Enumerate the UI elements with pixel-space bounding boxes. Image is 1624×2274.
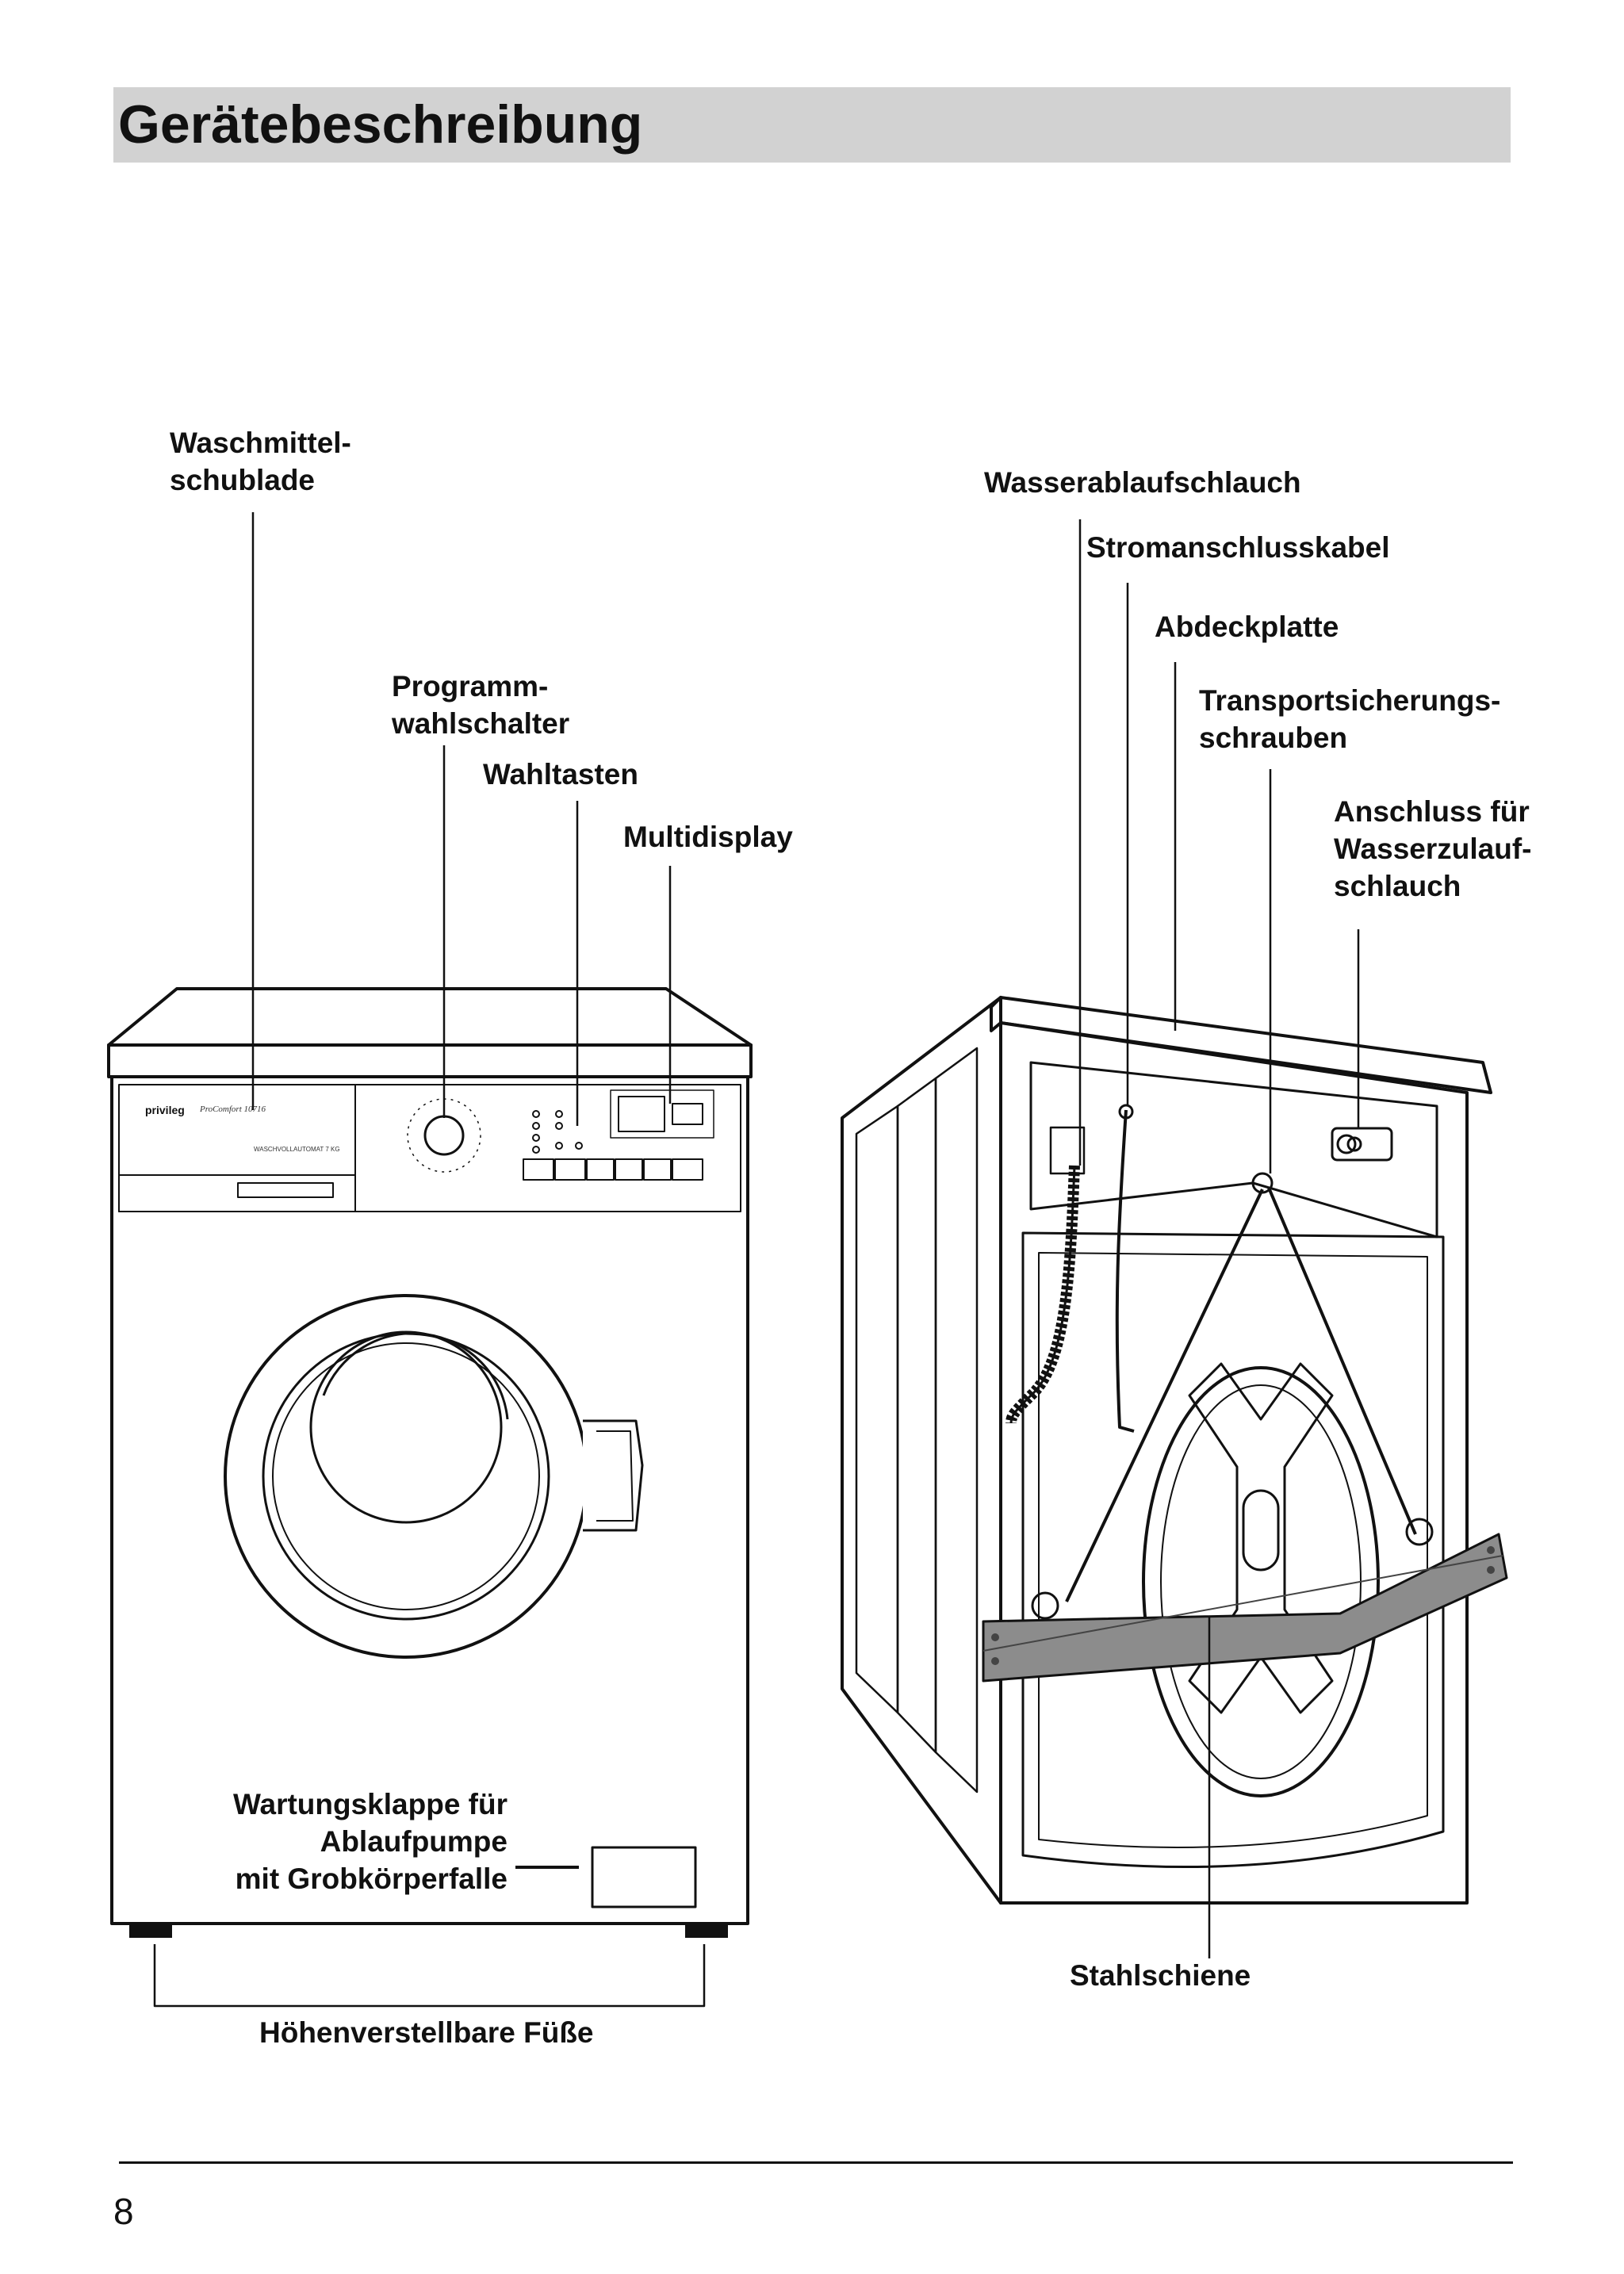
label-line: Stahlschiene <box>1070 1959 1251 1992</box>
front-view-machine <box>107 987 753 1938</box>
service-flap <box>591 1846 697 1908</box>
front-leader-lines <box>153 512 706 2008</box>
label-multidisplay: Multidisplay <box>623 818 793 856</box>
label-service-flap: Wartungsklappe für Ablaufpumpe mit Grobk… <box>190 1786 508 1897</box>
label-inlet-connection: Anschluss für Wasserzulauf- schlauch <box>1334 793 1531 905</box>
transport-bolt-right <box>1405 1518 1434 1546</box>
model-text: ProComfort 10716 <box>200 1104 266 1114</box>
label-detergent-drawer: Waschmittel- schublade <box>170 424 351 499</box>
label-line: Wasserablaufschlauch <box>984 466 1301 499</box>
label-feet: Höhenverstellbare Füße <box>259 2014 594 2051</box>
label-line: wahlschalter <box>392 707 570 740</box>
footer-rule <box>119 2161 1513 2164</box>
label-line: Programm- <box>392 670 549 702</box>
label-line: schrauben <box>1199 722 1348 754</box>
label-drain-hose: Wasserablaufschlauch <box>984 464 1301 501</box>
label-line: schlauch <box>1334 870 1461 902</box>
label-line: Transportsicherungs- <box>1199 684 1501 717</box>
steel-rail <box>982 1533 1508 1683</box>
label-line: Wasserzulauf- <box>1334 833 1532 865</box>
label-program-selector: Programm- wahlschalter <box>392 668 569 742</box>
label-line: Höhenverstellbare Füße <box>259 2016 594 2049</box>
label-line: Wahltasten <box>483 758 638 791</box>
label-line: Multidisplay <box>623 821 793 853</box>
foot-left <box>129 1924 172 1938</box>
page-title: Gerätebeschreibung <box>118 94 643 155</box>
label-line: Abdeckplatte <box>1155 611 1339 643</box>
rear-leader-lines <box>1078 519 1360 1958</box>
label-line: mit Grobkörperfalle <box>235 1862 508 1895</box>
rear-view-machine <box>841 996 1508 1905</box>
brand-logo-text: privileg <box>145 1104 185 1116</box>
label-cover-plate: Abdeckplatte <box>1155 608 1339 645</box>
label-power-cable: Stromanschlusskabel <box>1086 529 1389 566</box>
label-steel-rail: Stahlschiene <box>1070 1957 1251 1994</box>
label-line: Waschmittel- <box>170 427 351 459</box>
multidisplay-screen <box>618 1096 665 1132</box>
label-option-buttons: Wahltasten <box>483 756 638 793</box>
label-line: Anschluss für <box>1334 795 1530 828</box>
label-line: Ablaufpumpe <box>320 1825 508 1858</box>
label-line: Stromanschlusskabel <box>1086 531 1390 564</box>
transport-bolt-left <box>1031 1591 1059 1620</box>
label-line: schublade <box>170 464 315 496</box>
foot-right <box>685 1924 728 1938</box>
label-line: Wartungsklappe für <box>232 1788 508 1820</box>
panel-caption: WASCHVOLLAUTOMAT 7 KG <box>254 1146 340 1153</box>
page-number: 8 <box>113 2191 134 2232</box>
label-transport-bolts: Transportsicherungs- schrauben <box>1199 682 1500 756</box>
title-bar: Gerätebeschreibung <box>113 87 1511 163</box>
option-buttons <box>523 1110 703 1181</box>
